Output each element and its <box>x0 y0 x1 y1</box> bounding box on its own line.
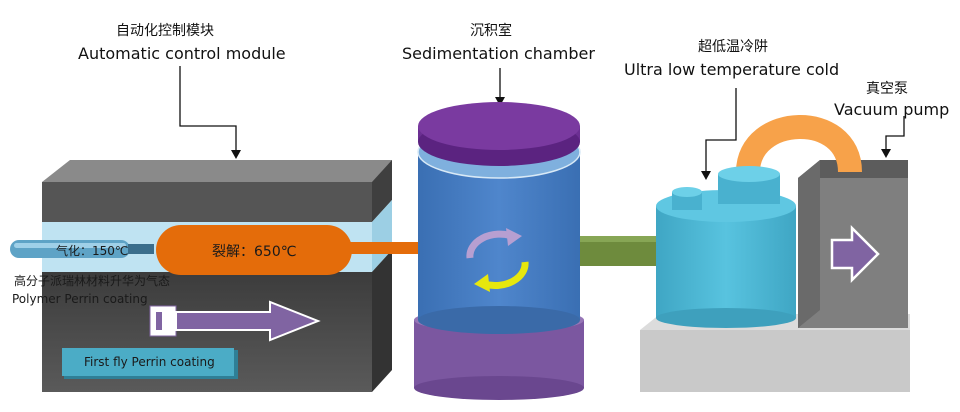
pointer-cold <box>705 88 737 172</box>
first-fly-badge <box>62 348 234 376</box>
pyrolysis-outlet <box>350 242 420 254</box>
pointer-chamber-head <box>495 97 505 106</box>
control-module-label-zh: 自动化控制模块 <box>116 23 214 39</box>
sublimate-label-en: Polymer Perrin coating <box>12 292 148 306</box>
first-fly-label: First fly Perrin coating <box>84 355 215 369</box>
pointer-pump <box>885 116 905 150</box>
pointer-cold-head <box>701 171 711 180</box>
flow-arrow <box>149 300 321 342</box>
pyrolysis-zone <box>156 225 352 275</box>
rotation-icon <box>466 228 529 292</box>
cold-trap-label-en: Ultra low temperature cold <box>624 60 840 79</box>
sedimentation-chamber <box>414 102 584 400</box>
pyrolysis-label: 裂解：650℃ <box>212 244 297 260</box>
vaporizer-connector <box>128 244 154 254</box>
vacuum-pump-label-zh: 真空泵 <box>866 81 908 97</box>
chamber-label-en: Sedimentation chamber <box>402 44 595 63</box>
cold-trap-label-zh: 超低温冷阱 <box>698 39 768 55</box>
chamber-label-zh: 沉积室 <box>470 23 512 39</box>
control-module-label-en: Automatic control module <box>78 44 286 63</box>
vacuum-hose <box>736 115 862 174</box>
pointer-control <box>179 66 237 152</box>
pointer-control-head <box>231 150 241 159</box>
pointer-pump-head <box>881 149 891 158</box>
cold-trap <box>656 166 796 328</box>
vacuum-pump <box>798 160 908 328</box>
sublimate-label-zh: 高分子派瑞林材料升华为气态 <box>14 274 171 288</box>
vaporize-label: 气化：150℃ <box>56 244 129 258</box>
vacuum-pump-label-en: Vacuum pump <box>834 100 950 119</box>
